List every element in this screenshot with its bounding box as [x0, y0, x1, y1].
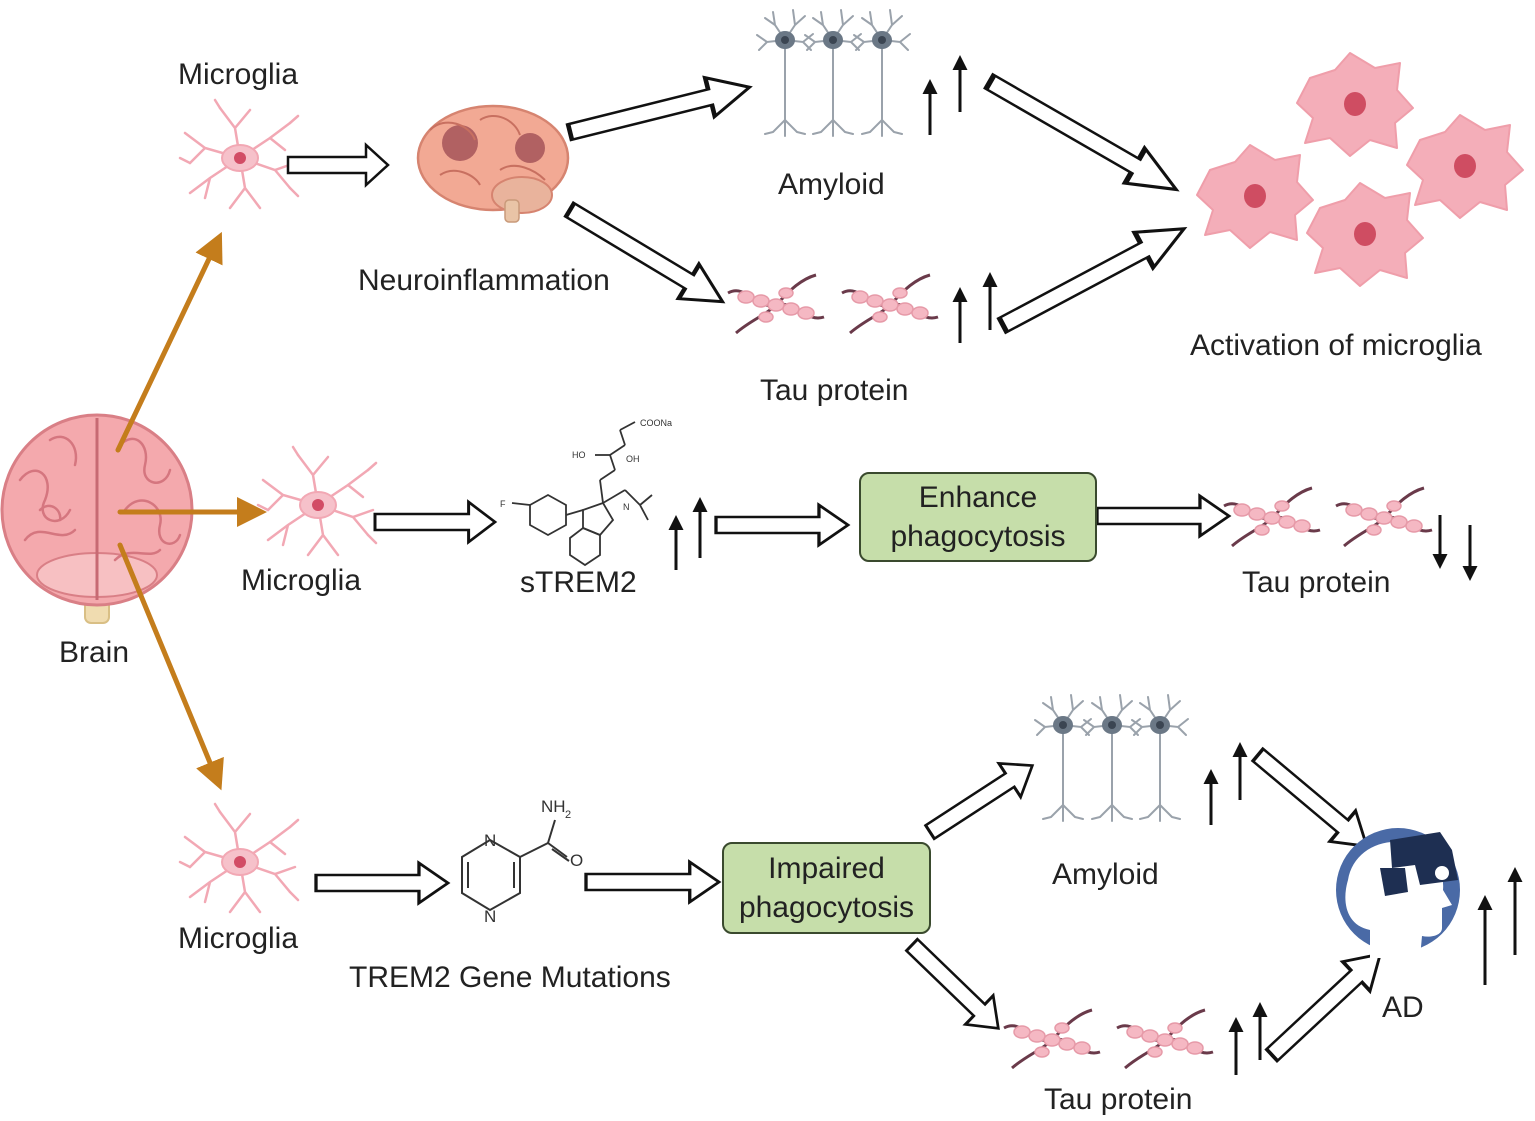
arrow-tau-to-activation [994, 211, 1194, 343]
label-microglia-mid: Microglia [241, 564, 362, 597]
tau-fibrils-mid [1222, 486, 1434, 548]
arrow-to-amyloid-top [565, 68, 754, 152]
trem2-mutation-molecule [461, 819, 570, 912]
arrow-amyloid-to-activation [980, 65, 1186, 207]
up-arrows-ad [1477, 867, 1523, 985]
label-microglia-bottom: Microglia [178, 922, 299, 955]
alzheimers-head-icon [1336, 828, 1460, 958]
arrow-tau-to-ad [1256, 937, 1396, 1072]
svg-text:N: N [623, 502, 630, 512]
label-activation-of-microglia: Activation of microglia [1190, 329, 1482, 362]
label-amyloid-bottom: Amyloid [1052, 858, 1159, 891]
svg-text:N: N [484, 831, 496, 850]
svg-text:NH: NH [541, 797, 566, 816]
microglia-cell-top [178, 98, 300, 210]
label-ad: AD [1382, 991, 1424, 1024]
arrow-impaired-to-tau [896, 929, 1014, 1045]
arrow-microglia-to-neuroinflammation [286, 143, 390, 187]
impaired-phagocytosis-box: Impaired phagocytosis [722, 842, 931, 934]
label-neuroinflammation: Neuroinflammation [358, 264, 610, 297]
inflamed-brain-illustration [416, 104, 570, 223]
impaired-line-2: phagocytosis [738, 891, 915, 924]
up-arrows-amyloid-bottom [1203, 742, 1248, 825]
brain-illustration [0, 413, 194, 624]
arrow-microglia-to-pyrazinamide [314, 861, 450, 905]
arrow-strem2-to-enhance [714, 503, 850, 547]
branch-arrows [115, 231, 267, 791]
svg-text:2: 2 [565, 809, 571, 821]
arrow-molecule-to-impaired [584, 860, 721, 904]
arrow-microglia-to-strem2 [373, 500, 497, 544]
svg-text:OH: OH [626, 454, 640, 464]
enhance-line-1: Enhance [918, 481, 1038, 514]
strem2-atom-labels: F HO OH COONa N [500, 418, 672, 512]
label-brain: Brain [59, 636, 130, 669]
label-tau-top: Tau protein [760, 374, 909, 407]
up-arrows-amyloid-top [922, 55, 968, 135]
up-arrows-tau-bottom [1228, 1002, 1268, 1075]
svg-text:HO: HO [572, 450, 586, 460]
tau-fibrils-top [726, 273, 940, 335]
arrow-to-tau-top [560, 193, 733, 319]
label-amyloid-top: Amyloid [778, 168, 885, 201]
label-microglia-top: Microglia [178, 58, 299, 91]
amyloid-neurons-bottom [1034, 694, 1189, 822]
microglia-cell-mid [256, 445, 378, 557]
label-strem2: sTREM2 [520, 566, 637, 599]
svg-text:COONa: COONa [640, 418, 672, 428]
enhance-phagocytosis-box: Enhance phagocytosis [859, 472, 1097, 562]
svg-text:O: O [570, 851, 583, 870]
impaired-line-1: Impaired [768, 852, 885, 885]
activated-microglia-cluster [1196, 52, 1524, 287]
label-tau-bottom: Tau protein [1044, 1083, 1193, 1116]
arrow-enhance-to-tau [1095, 494, 1231, 538]
microglia-cell-bottom [178, 802, 300, 914]
trem2-molecule-atoms: NH 2 O N N [484, 797, 583, 926]
enhance-line-2: phagocytosis [890, 520, 1066, 553]
label-trem2-gene-mutations: TREM2 Gene Mutations [349, 961, 671, 994]
down-arrows-tau-mid [1432, 515, 1478, 581]
svg-text:N: N [484, 907, 496, 926]
amyloid-neurons-top [756, 9, 911, 137]
svg-text:F: F [500, 499, 506, 509]
tau-fibrils-bottom [1002, 1008, 1215, 1070]
label-tau-mid: Tau protein [1242, 566, 1391, 599]
strem2-molecule [511, 421, 653, 567]
up-arrows-tau-top [952, 272, 998, 343]
arrow-impaired-to-amyloid [917, 747, 1045, 851]
up-arrows-strem2 [668, 497, 708, 570]
